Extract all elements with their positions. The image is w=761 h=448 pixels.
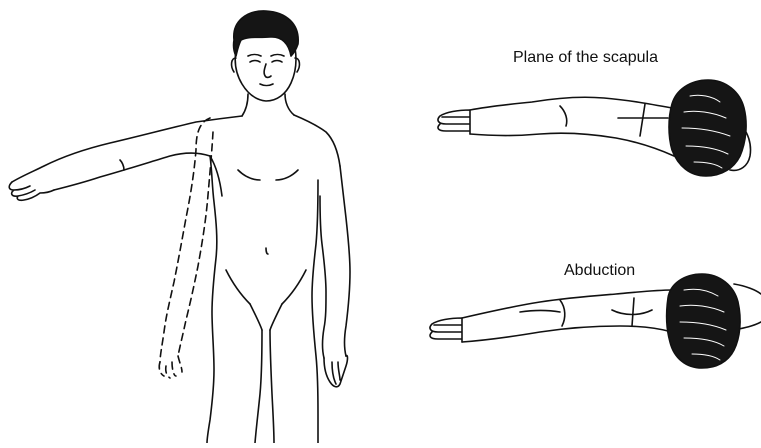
scapular-plane-figure (438, 80, 751, 176)
figure-right-shoulder (294, 115, 340, 166)
figure-mouth (260, 84, 273, 86)
figure-nose (264, 64, 271, 77)
abd-forearm-line (520, 311, 560, 313)
figure-right-hand (324, 356, 348, 387)
figure-leg-inner-left (255, 330, 262, 443)
label-scapular-plane: Plane of the scapula (513, 49, 658, 67)
abd-hand (430, 318, 462, 342)
abd-arm-bottom (462, 326, 672, 342)
figure-chest-left (238, 170, 260, 180)
abd-elbow (560, 300, 565, 326)
abd-head-hair (667, 274, 740, 368)
figure-neck-right (285, 94, 294, 115)
abd-axis-horizontal (612, 310, 652, 315)
figure-head (235, 48, 296, 101)
figure-navel (266, 248, 268, 254)
figure-leg-inner-right (270, 330, 274, 443)
abduction-figure (430, 274, 761, 368)
figure-elbow-crease (120, 160, 124, 170)
scap-axis-vertical (640, 104, 645, 136)
figure-brow-left (248, 55, 261, 57)
figure-hip-right (282, 270, 306, 304)
figure-raised-arm-top (12, 116, 242, 182)
label-abduction: Abduction (564, 262, 635, 280)
figure-brow-right (271, 55, 284, 57)
figure-torso-left (207, 156, 217, 443)
scap-arm-bottom (470, 133, 674, 156)
figure-right-arm-outer (340, 166, 350, 356)
figure-raised-arm-bottom (54, 153, 210, 190)
figure-right-arm-inner (320, 196, 326, 358)
figure-raised-hand (9, 182, 54, 200)
figure-eye-right (272, 61, 282, 63)
standing-figure (9, 11, 350, 443)
scap-arm-top (470, 97, 672, 110)
figure-crotch (250, 304, 282, 330)
scap-hand (438, 110, 470, 134)
figure-neck-left (242, 94, 248, 116)
figure-chest-right (276, 170, 298, 180)
scap-head-hair (669, 80, 746, 176)
figure-hip-left (226, 270, 250, 304)
figure-torso-right (312, 180, 318, 443)
figure-eye-left (250, 61, 260, 63)
scap-elbow (560, 106, 567, 126)
abd-axis-vertical (632, 298, 634, 326)
figure-hair (234, 11, 299, 56)
